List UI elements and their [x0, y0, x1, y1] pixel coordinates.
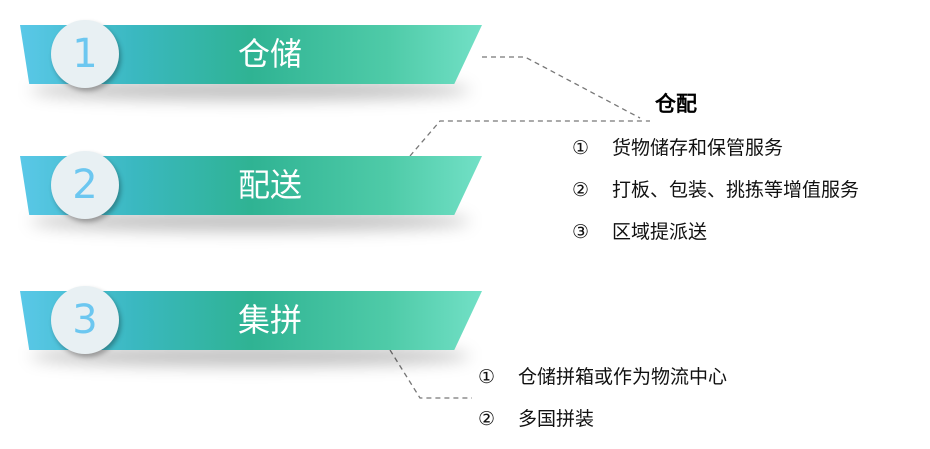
marker: ②	[572, 179, 590, 201]
item-text: 货物储存和保管服务	[612, 137, 784, 159]
list-item: ② 打板、包装、挑拣等增值服务	[572, 169, 859, 211]
band-shadow	[30, 80, 470, 100]
item-label: 仓储	[237, 35, 302, 73]
panel-b-list: ① 仓储拼箱或作为物流中心 ② 多国拼装	[478, 356, 727, 440]
item-text: 区域提派送	[612, 221, 708, 243]
panel-title: 仓配	[655, 92, 697, 116]
item-label: 配送	[237, 166, 302, 204]
connector-2	[409, 120, 650, 157]
item-label: 集拼	[237, 301, 302, 339]
number-badge: 3	[51, 286, 119, 354]
marker: ①	[478, 366, 496, 388]
panel-a-list: ① 货物储存和保管服务 ② 打板、包装、挑拣等增值服务 ③ 区域提派送	[572, 127, 859, 253]
list-item: ② 多国拼装	[478, 398, 727, 440]
item-text: 多国拼装	[518, 408, 595, 430]
marker: ③	[572, 221, 590, 243]
band-shadow	[30, 346, 470, 366]
item-text: 仓储拼箱或作为物流中心	[518, 366, 728, 388]
connector-3	[389, 349, 472, 399]
marker: ②	[478, 408, 496, 430]
number-badge: 2	[51, 151, 119, 219]
list-item: ① 仓储拼箱或作为物流中心	[478, 356, 727, 398]
item-text: 打板、包装、挑拣等增值服务	[612, 179, 860, 201]
connector-1	[482, 56, 641, 119]
number-badge: 1	[51, 20, 119, 88]
list-item: ③ 区域提派送	[572, 211, 859, 253]
marker: ①	[572, 137, 590, 159]
list-item: ① 货物储存和保管服务	[572, 127, 859, 169]
band-shadow	[30, 211, 470, 231]
